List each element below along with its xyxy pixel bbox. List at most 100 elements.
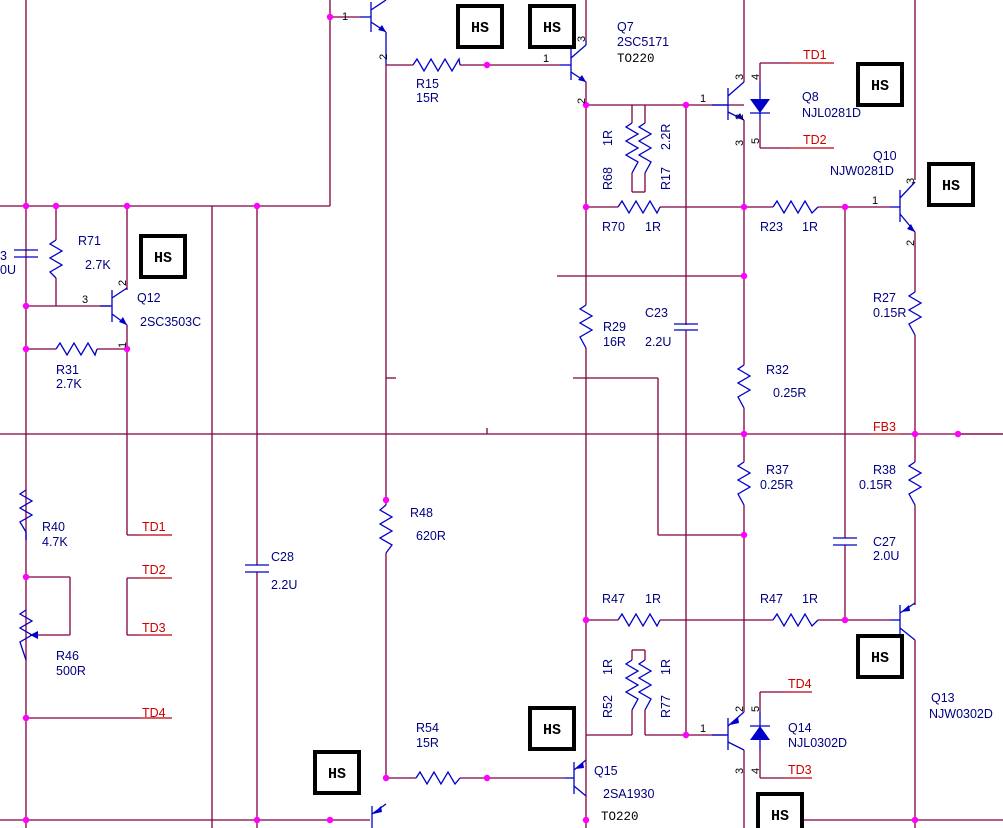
svg-text:HS: HS xyxy=(942,178,960,195)
label-q12-part: 2SC3503C xyxy=(140,315,201,329)
transistor-q14 xyxy=(712,711,770,751)
svg-text:3: 3 xyxy=(734,768,746,774)
svg-text:2: 2 xyxy=(576,98,588,104)
hs-box: HS xyxy=(856,62,904,107)
svg-text:HS: HS xyxy=(771,808,789,825)
label-left-cap-partial: 3 xyxy=(0,249,7,263)
label-r40-value: 4.7K xyxy=(42,535,68,549)
net-label-lines xyxy=(140,62,900,779)
net-label-td1: TD1 xyxy=(803,48,827,62)
resistor-r52 xyxy=(624,659,640,711)
label-r46-value: 500R xyxy=(56,664,86,678)
label-r70-value: 1R xyxy=(645,220,661,234)
label-c23: C23 xyxy=(645,306,668,320)
label-left-cap-value-partial: 0U xyxy=(0,263,16,277)
net-label-fb3: FB3 xyxy=(873,420,896,434)
net-label-td4: TD4 xyxy=(788,677,812,691)
label-r47-right-value: 1R xyxy=(802,592,818,606)
label-r15: R15 xyxy=(416,77,439,91)
resistor-r70 xyxy=(617,199,661,215)
svg-text:3: 3 xyxy=(734,140,746,146)
svg-text:HS: HS xyxy=(471,20,489,37)
net-label-td4: TD4 xyxy=(142,706,166,720)
hs-box: HS xyxy=(528,4,576,49)
hs-box: HS xyxy=(927,162,975,207)
label-r71-value: 2.7K xyxy=(85,258,111,272)
label-r38: R38 xyxy=(873,463,896,477)
transistor-q15 xyxy=(565,759,587,797)
label-r27-value: 0.15R xyxy=(873,306,906,320)
label-r23: R23 xyxy=(760,220,783,234)
net-label-td2: TD2 xyxy=(142,563,166,577)
net-label-td2: TD2 xyxy=(803,133,827,147)
resistor-r54 xyxy=(415,770,461,786)
net-label-td1: TD1 xyxy=(142,520,166,534)
hs-box: HS xyxy=(313,750,361,795)
resistor-r37 xyxy=(736,461,752,506)
transistor-q13 xyxy=(890,602,916,641)
svg-text:HS: HS xyxy=(543,20,561,37)
label-r47-right: R47 xyxy=(760,592,783,606)
svg-text:1: 1 xyxy=(700,723,706,735)
label-q14: Q14 xyxy=(788,721,812,735)
label-r71: R71 xyxy=(78,234,101,248)
hs-box: HS xyxy=(456,4,504,49)
svg-text:4: 4 xyxy=(750,768,762,774)
label-q15: Q15 xyxy=(594,764,618,778)
svg-text:HS: HS xyxy=(871,78,889,95)
label-r77-value: 1R xyxy=(659,659,673,675)
svg-text:1: 1 xyxy=(342,11,348,23)
label-r54: R54 xyxy=(416,721,439,735)
svg-text:1: 1 xyxy=(872,195,878,207)
svg-text:2: 2 xyxy=(378,54,390,60)
label-r46: R46 xyxy=(56,649,79,663)
label-r47-left: R47 xyxy=(602,592,625,606)
svg-text:2: 2 xyxy=(734,706,746,712)
label-q7: Q7 xyxy=(617,20,634,34)
label-q7-pkg: TO220 xyxy=(617,52,655,66)
resistor-r15 xyxy=(412,57,461,73)
transistor-q12 xyxy=(100,287,128,326)
label-r48-value: 620R xyxy=(416,529,446,543)
svg-text:3: 3 xyxy=(82,294,88,306)
resistors xyxy=(18,57,923,786)
label-r48: R48 xyxy=(410,506,433,520)
label-r29-value: 16R xyxy=(603,335,626,349)
label-q14-part: NJL0302D xyxy=(788,736,847,750)
label-r38-value: 0.15R xyxy=(859,478,892,492)
svg-text:5: 5 xyxy=(750,138,762,144)
svg-text:5: 5 xyxy=(750,706,762,712)
resistor-r27 xyxy=(907,291,923,336)
svg-text:1: 1 xyxy=(117,342,129,348)
svg-text:HS: HS xyxy=(328,766,346,783)
svg-text:HS: HS xyxy=(543,722,561,739)
resistor-r31 xyxy=(55,341,98,357)
resistor-r46 xyxy=(18,609,34,661)
junctions xyxy=(22,13,962,824)
label-r52: R52 xyxy=(601,695,615,718)
diode-q14 xyxy=(750,726,770,740)
label-r70: R70 xyxy=(602,220,625,234)
resistor-r77 xyxy=(637,659,653,711)
transistor-bottom-left xyxy=(371,803,387,828)
hs-box: HS xyxy=(856,634,904,679)
label-c27: C27 xyxy=(873,535,896,549)
transistor-q7 xyxy=(560,40,587,83)
label-q15-pkg: TO220 xyxy=(601,810,639,824)
label-q8: Q8 xyxy=(802,90,819,104)
transistors xyxy=(100,0,916,828)
transistor-top-left xyxy=(360,0,387,65)
heatsink-markers: HS HS HS HS HS HS HS HS HS xyxy=(139,4,975,828)
label-c28-value: 2.2U xyxy=(271,578,297,592)
label-r32: R32 xyxy=(766,363,789,377)
label-q7-part: 2SC5171 xyxy=(617,35,669,49)
label-r32-value: 0.25R xyxy=(773,386,806,400)
label-q10-part: NJW0281D xyxy=(830,164,894,178)
label-r52-value: 1R xyxy=(601,659,615,675)
label-q13: Q13 xyxy=(931,691,955,705)
potentiometer-wiper-arrow xyxy=(30,631,38,639)
hs-box: HS xyxy=(528,706,576,751)
label-r37-value: 0.25R xyxy=(760,478,793,492)
resistor-r48 xyxy=(378,504,394,554)
